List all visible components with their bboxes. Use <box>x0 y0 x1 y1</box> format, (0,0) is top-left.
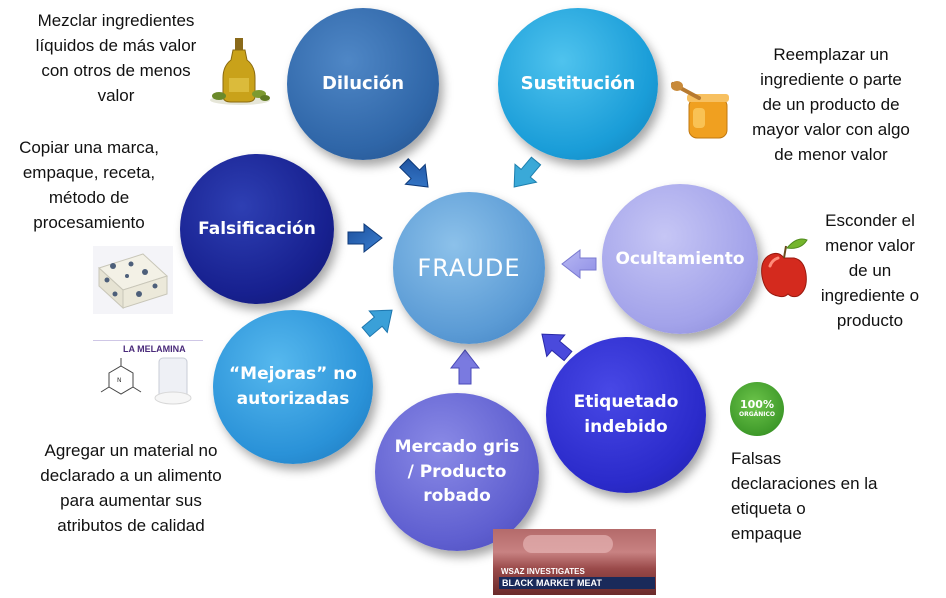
node-mejoras-line2: autorizadas <box>236 389 350 409</box>
olive-oil-bottle-icon <box>210 38 270 105</box>
apple-icon <box>761 238 808 298</box>
node-mercado-line2: / Producto <box>407 461 507 482</box>
arrow-mercado <box>449 349 481 385</box>
node-etiquetado: Etiquetado indebido <box>546 337 706 493</box>
honey-jar-icon <box>671 81 729 139</box>
center-fraude-node: FRAUDE <box>393 192 545 344</box>
organic-line2: ORGÁNICO <box>738 411 776 418</box>
node-dilucion-label: Dilución <box>321 72 405 94</box>
desc-dilucion: Mezclar ingredientes líquidos de más val… <box>35 11 197 105</box>
node-sustitucion-label: Sustitución <box>520 72 636 94</box>
melamine-title: LA MELAMINA <box>123 344 186 354</box>
melamine-molecule-icon: N <box>100 357 192 405</box>
organic-badge-icon: 100% ORGÁNICO <box>730 382 784 436</box>
news-line1: WSAZ INVESTIGATES <box>501 567 585 576</box>
news-screenshot-icon: WSAZ INVESTIGATES BLACK MARKET MEAT <box>493 529 656 595</box>
node-mercado-line1: Mercado gris <box>394 437 520 458</box>
svg-text:N: N <box>117 377 122 384</box>
node-etiquetado-line1: Etiquetado <box>573 392 679 413</box>
arrow-etiquetado <box>541 333 573 362</box>
arrow-dilucion <box>399 158 429 188</box>
node-falsificacion-label: Falsificación <box>198 218 316 239</box>
cheese-icon <box>93 246 173 314</box>
organic-line1: 100% <box>740 398 774 411</box>
arrow-falsificacion <box>347 222 383 254</box>
node-sustitucion: Sustitución <box>498 8 658 160</box>
desc-sustitucion: Reemplazar un ingrediente o parte de un … <box>752 45 910 164</box>
center-label: FRAUDE <box>417 253 521 282</box>
node-ocultamiento-label: Ocultamiento <box>615 248 745 269</box>
node-falsificacion: Falsificación <box>180 154 334 304</box>
arrow-mejoras <box>361 309 393 338</box>
node-dilucion: Dilución <box>287 8 439 160</box>
node-mercado: Mercado gris / Producto robado <box>375 393 539 551</box>
desc-ocultamiento: Esconder el menor valor de un ingredient… <box>820 211 920 330</box>
arrow-sustitucion <box>513 156 542 188</box>
desc-falsificacion: Copiar una marca, empaque, receta, métod… <box>19 138 159 232</box>
desc-mejoras: Agregar un material no declarado a un al… <box>40 441 222 535</box>
node-mejoras: “Mejoras” no autorizadas <box>213 310 373 464</box>
news-line2: BLACK MARKET MEAT <box>499 577 655 589</box>
node-mercado-line3: robado <box>423 486 491 507</box>
desc-etiquetado: Falsas declaraciones en la etiqueta o em… <box>731 449 878 543</box>
node-etiquetado-line2: indebido <box>584 417 668 437</box>
melamine-image: LA MELAMINA N <box>93 340 203 416</box>
node-mejoras-line1: “Mejoras” no <box>229 364 357 385</box>
node-ocultamiento: Ocultamiento <box>602 184 758 334</box>
arrow-ocultamiento <box>561 248 597 280</box>
